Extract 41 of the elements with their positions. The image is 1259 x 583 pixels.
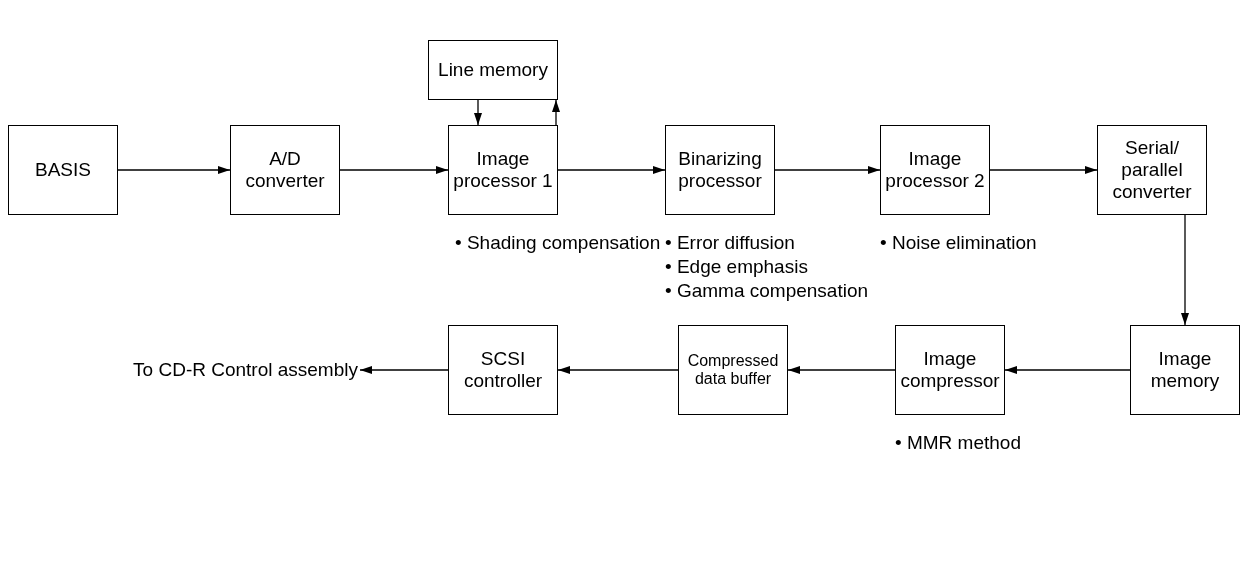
process-box xyxy=(895,325,1005,415)
box-label: A/D converter xyxy=(244,148,326,192)
destination-label: To CD-R Control assembly xyxy=(133,359,358,381)
box-label: SCSI controller xyxy=(462,348,544,392)
box-label: Image processor 2 xyxy=(884,148,986,192)
process-box xyxy=(665,125,775,215)
process-box xyxy=(678,325,788,415)
box-label: Image memory xyxy=(1149,348,1221,392)
process-box xyxy=(448,125,558,215)
arrow xyxy=(1181,214,1189,326)
arrow xyxy=(557,366,679,374)
box-label: Serial/ parallel converter xyxy=(1111,137,1193,203)
bullet-note: • Edge emphasis xyxy=(665,256,808,278)
box-label: BASIS xyxy=(35,159,91,181)
box-label: Compressed data buffer xyxy=(686,351,780,389)
arrow xyxy=(1004,366,1131,374)
process-box xyxy=(1097,125,1207,215)
process-box xyxy=(428,40,558,100)
arrow xyxy=(557,166,666,174)
arrow xyxy=(774,166,881,174)
process-box xyxy=(1130,325,1240,415)
arrow xyxy=(787,366,896,374)
bullet-note: • Shading compensation xyxy=(455,232,661,254)
arrow xyxy=(474,99,482,126)
bullet-note: • Gamma compensation xyxy=(665,280,869,302)
process-box xyxy=(880,125,990,215)
process-box xyxy=(230,125,340,215)
arrow xyxy=(359,366,449,374)
box-label: Binarizing processor xyxy=(677,148,763,192)
bullet-note: • Error diffusion xyxy=(665,232,795,254)
box-label: Image compressor xyxy=(899,348,1001,392)
process-box xyxy=(448,325,558,415)
bullet-note: • MMR method xyxy=(895,432,1021,454)
box-label: Line memory xyxy=(438,59,548,81)
arrow xyxy=(552,99,560,126)
bullet-note: • Noise elimination xyxy=(880,232,1037,254)
arrow xyxy=(117,166,231,174)
box-label: Image processor 1 xyxy=(452,148,554,192)
arrow xyxy=(339,166,449,174)
process-box xyxy=(8,125,118,215)
arrow xyxy=(989,166,1098,174)
